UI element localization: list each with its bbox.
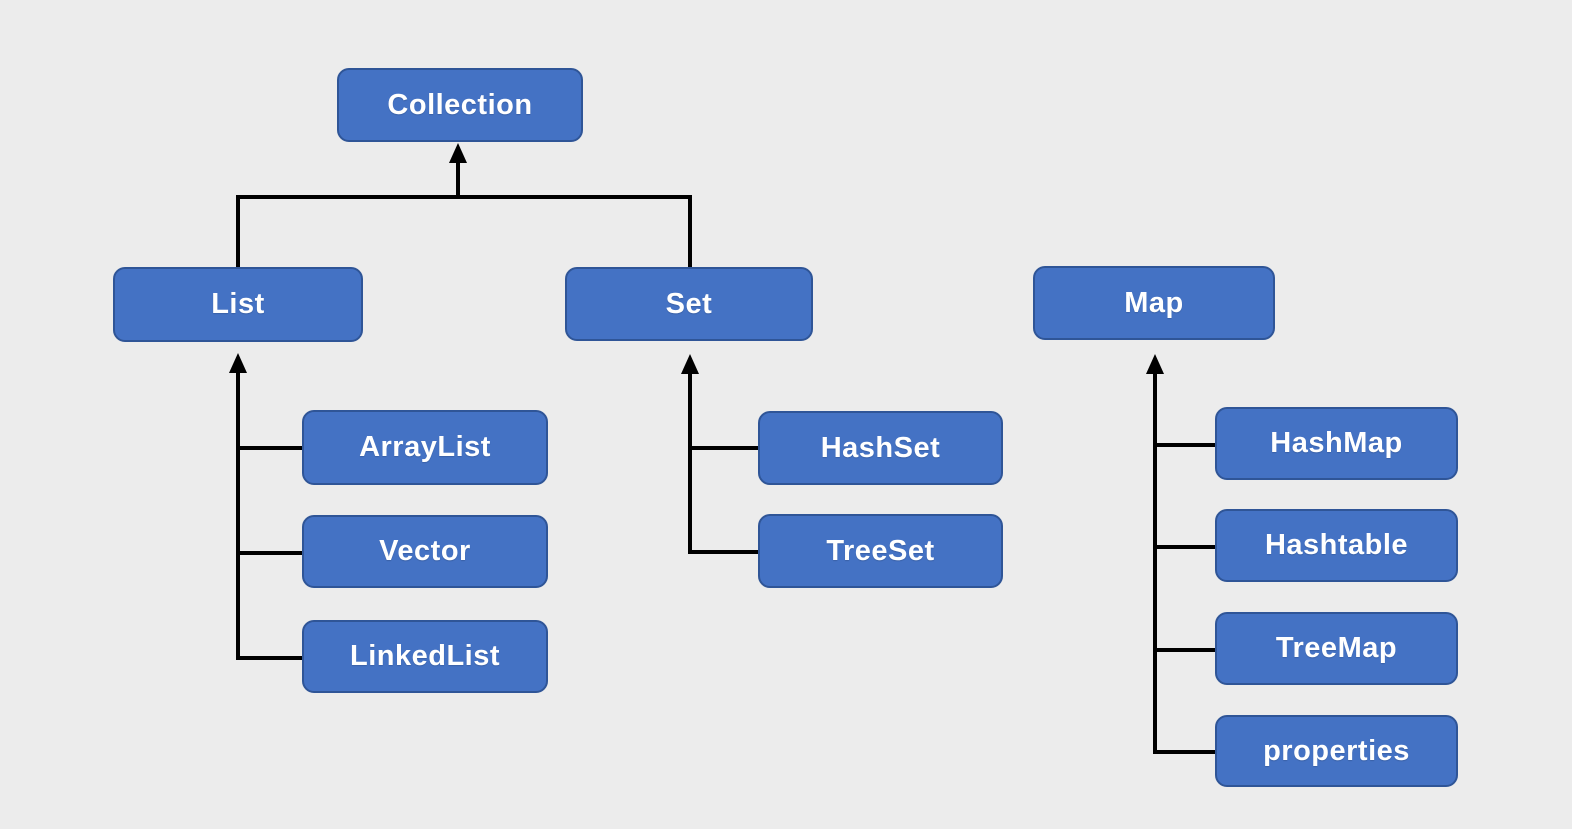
arrow-to-map-head	[1146, 354, 1164, 374]
node-linkedlist-label: LinkedList	[349, 640, 500, 672]
node-hashmap-label: HashMap	[1270, 427, 1403, 459]
node-vector: Vector	[302, 515, 548, 588]
node-vector-label: Vector	[379, 535, 471, 567]
node-hashtable: Hashtable	[1215, 509, 1458, 582]
node-treemap: TreeMap	[1215, 612, 1458, 685]
node-properties-label: properties	[1263, 734, 1410, 767]
node-hashtable-label: Hashtable	[1264, 529, 1409, 561]
node-set-label: Set	[665, 287, 713, 320]
node-map-label: Map	[1124, 286, 1184, 319]
node-treemap-label: TreeMap	[1275, 632, 1398, 664]
node-linkedlist: LinkedList	[302, 620, 548, 693]
node-arraylist-label: ArrayList	[359, 431, 491, 463]
node-arraylist: ArrayList	[302, 410, 548, 485]
node-list-label: List	[211, 288, 265, 320]
node-collection: Collection	[337, 68, 583, 142]
node-properties: properties	[1215, 715, 1458, 787]
node-hashset: HashSet	[758, 411, 1003, 485]
node-treeset: TreeSet	[758, 514, 1003, 588]
arrow-to-collection-head	[449, 143, 467, 163]
node-treeset-label: TreeSet	[826, 534, 935, 567]
node-set: Set	[565, 267, 813, 341]
node-list: List	[113, 267, 363, 342]
node-collection-label: Collection	[387, 88, 533, 121]
node-hashmap: HashMap	[1215, 407, 1458, 480]
node-map: Map	[1033, 266, 1275, 340]
arrow-to-set-head	[681, 354, 699, 374]
node-hashset-label: HashSet	[820, 431, 941, 464]
arrow-to-list-head	[229, 353, 247, 373]
